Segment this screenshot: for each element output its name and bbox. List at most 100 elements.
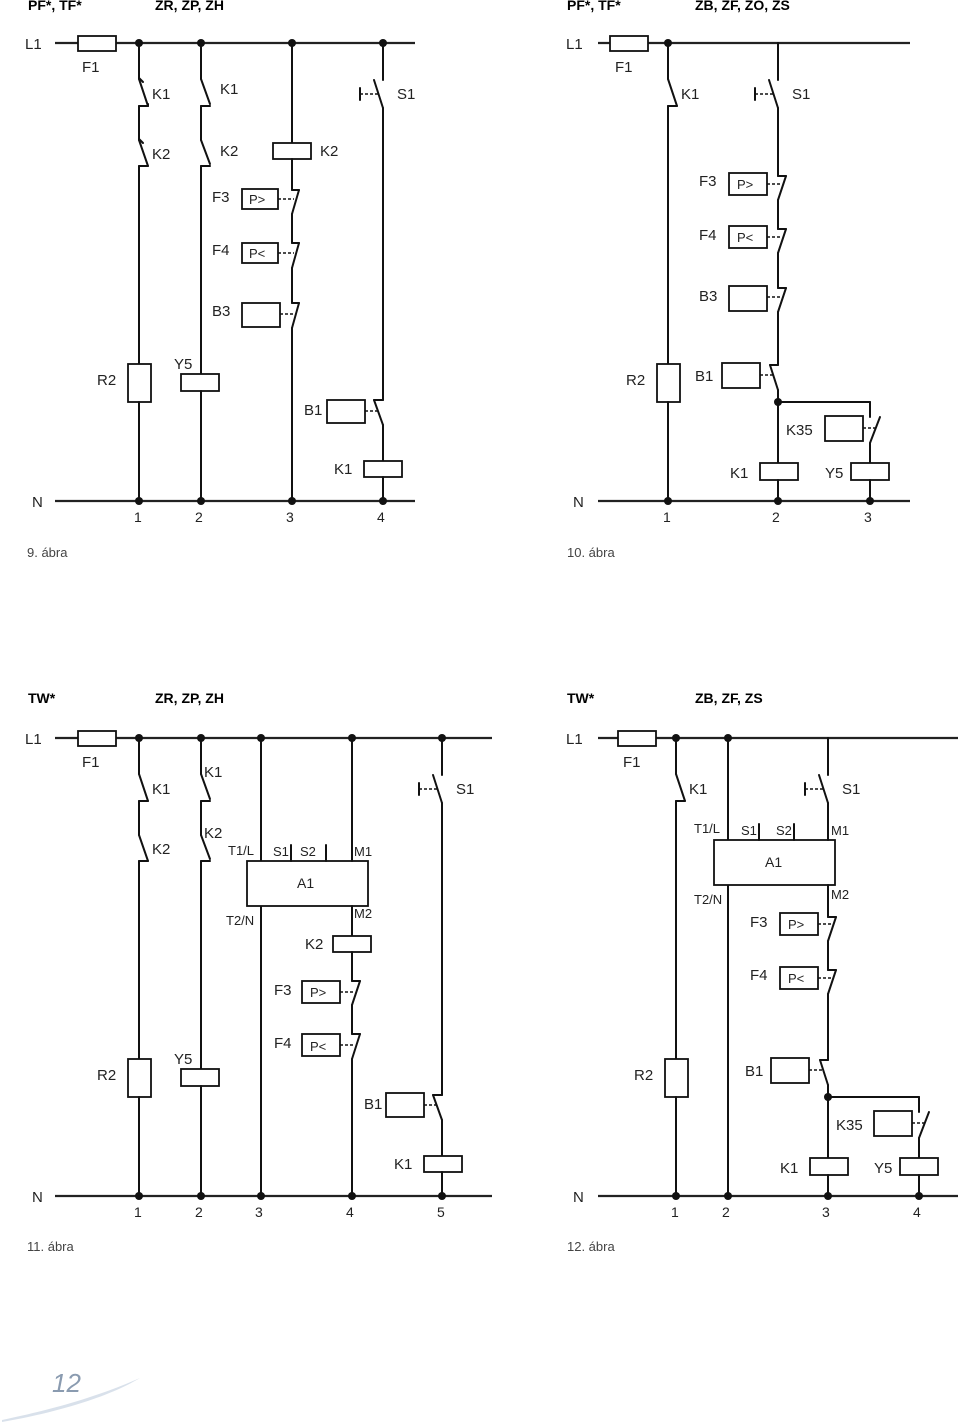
d12-node-1: 1 <box>671 1204 679 1220</box>
d12-header-left: TW* <box>567 690 595 706</box>
d12-k35-contact <box>918 1111 930 1139</box>
d12-s1-switch <box>818 774 829 804</box>
d10-f3-contact <box>777 175 787 201</box>
d12-node-3: 3 <box>822 1204 830 1220</box>
d10-fuse-f1 <box>609 35 649 52</box>
d10-b1-contact <box>769 364 779 391</box>
d9-k2a-label: K2 <box>152 146 170 163</box>
d9-node-2: 2 <box>195 509 203 525</box>
d11-s1-switch <box>432 774 443 804</box>
d10-s1-switch <box>768 79 779 109</box>
diagram-12: L1 N F1 K1 R2 1 2 T1/L T2/N A1 S1 S2 M1 … <box>566 730 958 1220</box>
d12-f3-label: F3 <box>750 914 768 931</box>
d12-t1l-label: T1/L <box>694 821 720 836</box>
d11-b1-label: B1 <box>364 1096 382 1113</box>
d10-b1-label: B1 <box>695 368 713 385</box>
d12-f4-label: F4 <box>750 967 768 984</box>
d11-n-label: N <box>32 1189 43 1206</box>
d9-b3-label: B3 <box>212 303 230 320</box>
d11-node-4: 4 <box>346 1204 354 1220</box>
d12-s1t-label: S1 <box>741 823 757 838</box>
d9-k2coil-label: K2 <box>320 143 338 160</box>
d9-node-1: 1 <box>134 509 142 525</box>
d9-node-3: 3 <box>286 509 294 525</box>
d12-b1-label: B1 <box>745 1063 763 1080</box>
d12-k1coil-label: K1 <box>780 1160 798 1177</box>
d9-f4-contact <box>291 242 300 269</box>
d10-b3-contact <box>777 287 787 313</box>
d11-a1-module <box>246 860 369 907</box>
d10-caption: 10. ábra <box>567 545 615 560</box>
d10-r2-label: R2 <box>626 372 645 389</box>
d12-s2t-label: S2 <box>776 823 792 838</box>
d12-f4-contact <box>827 969 837 995</box>
d11-y5-label: Y5 <box>174 1051 192 1068</box>
d11-k2a-label: K2 <box>152 841 170 858</box>
d10-k35-relay <box>824 415 864 442</box>
d12-node-4: 4 <box>913 1204 921 1220</box>
d11-t2n-label: T2/N <box>226 913 254 928</box>
d10-s1-label: S1 <box>792 86 810 103</box>
d12-r2-label: R2 <box>634 1067 653 1084</box>
d11-header-left: TW* <box>28 690 56 706</box>
d12-t2n-label: T2/N <box>694 892 722 907</box>
d11-b1-contact <box>432 1094 443 1121</box>
d11-b1-relay <box>385 1092 425 1118</box>
d11-f4-contact <box>351 1033 361 1060</box>
d10-b3-label: B3 <box>699 288 717 305</box>
d11-k1a-label: K1 <box>152 781 170 798</box>
d10-k1-coil <box>759 462 799 481</box>
d10-f4-plt: P< <box>737 230 753 245</box>
d11-f4-label: F4 <box>274 1035 292 1052</box>
d9-header-left: PF*, TF* <box>28 0 82 13</box>
d12-n-label: N <box>573 1189 584 1206</box>
d12-node-2: 2 <box>722 1204 730 1220</box>
d11-caption: 11. ábra <box>27 1239 74 1254</box>
d12-fuse-f1 <box>617 730 657 747</box>
d11-m2-label: M2 <box>354 906 372 921</box>
d11-s2t-label: S2 <box>300 844 316 859</box>
page-number: 12 <box>52 1368 81 1398</box>
d12-y5-label: Y5 <box>874 1160 892 1177</box>
d10-k1a-label: K1 <box>681 86 699 103</box>
d10-b3-relay <box>728 285 768 312</box>
d9-n-label: N <box>32 494 43 511</box>
d10-f1-label: F1 <box>615 59 633 76</box>
d11-k2coil-label: K2 <box>305 936 323 953</box>
page-swirl-decoration <box>2 1378 140 1422</box>
d12-b1-relay <box>770 1057 810 1084</box>
d9-header-right: ZR, ZP, ZH <box>155 0 224 13</box>
d11-k2-nc-contact <box>138 834 149 862</box>
d9-r2-label: R2 <box>97 372 116 389</box>
d11-r2-label: R2 <box>97 1067 116 1084</box>
d11-k1coil-label: K1 <box>394 1156 412 1173</box>
d9-fuse-f1 <box>77 35 117 52</box>
d12-l1-label: L1 <box>566 731 583 748</box>
d12-s1-label: S1 <box>842 781 860 798</box>
d11-header-right: ZR, ZP, ZH <box>155 690 224 706</box>
d9-k1-no-contact <box>200 78 211 105</box>
d9-k2b-label: K2 <box>220 143 238 160</box>
d12-header-right: ZB, ZF, ZS <box>695 690 763 706</box>
d9-k2-no-contact <box>200 139 211 165</box>
d9-f4-label: F4 <box>212 242 230 259</box>
d10-f4-contact <box>777 228 787 254</box>
d11-m1-label: M1 <box>354 844 372 859</box>
d12-f3-pgt: P> <box>788 917 804 932</box>
d10-k1coil-label: K1 <box>730 465 748 482</box>
d10-f4-label: F4 <box>699 227 717 244</box>
d9-f3-label: F3 <box>212 189 230 206</box>
d9-f3-pgt: P> <box>249 192 265 207</box>
d10-node-1: 1 <box>663 509 671 525</box>
d11-node-3: 3 <box>255 1204 263 1220</box>
d11-a1-label: A1 <box>297 875 314 891</box>
d12-m1-label: M1 <box>831 823 849 838</box>
d11-k2-no-contact <box>200 834 211 860</box>
d11-l1-label: L1 <box>25 731 42 748</box>
d11-k1-nc-contact <box>138 773 149 802</box>
d9-l1-label: L1 <box>25 36 42 53</box>
d11-fuse-f1 <box>77 730 117 747</box>
d9-k1b-label: K1 <box>220 81 238 98</box>
d12-b1-contact <box>819 1059 829 1086</box>
d10-f3-label: F3 <box>699 173 717 190</box>
